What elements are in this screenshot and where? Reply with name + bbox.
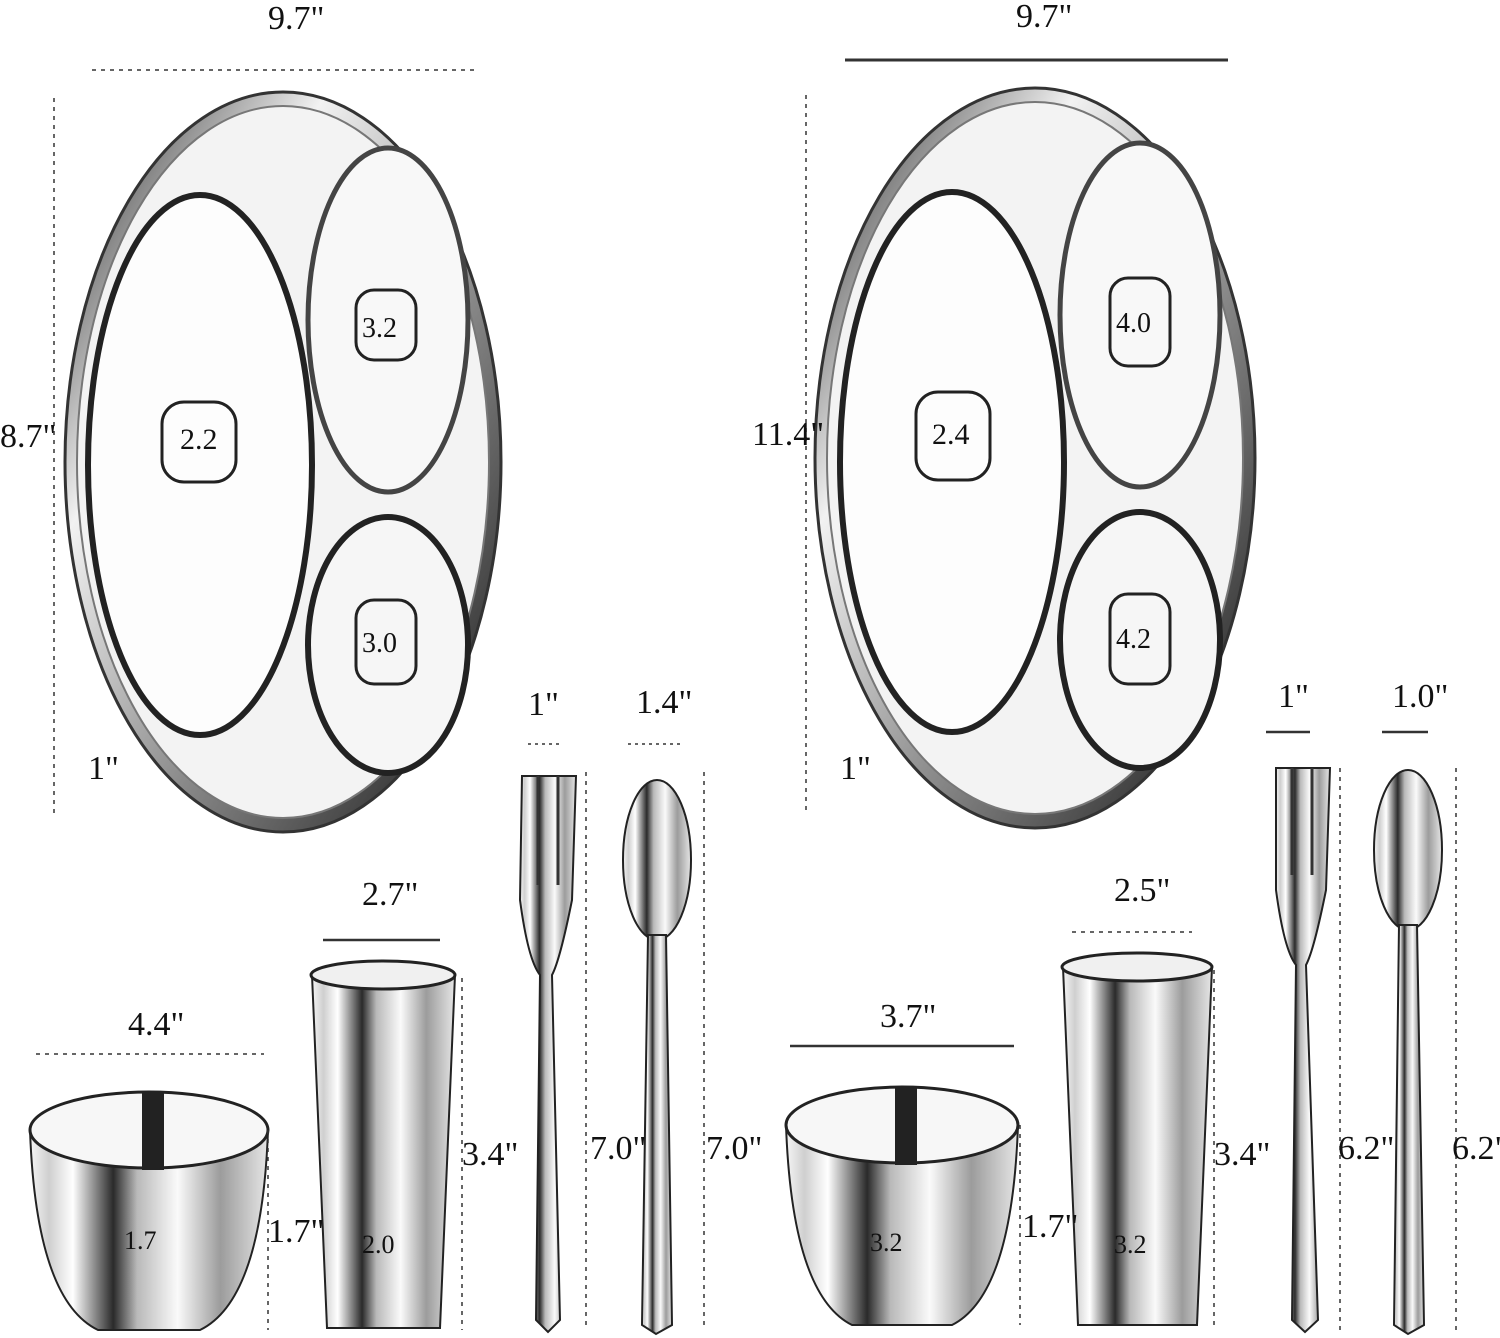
bowl-right (784, 1085, 1020, 1326)
spoon-left-width-label: 1.4" (636, 684, 693, 721)
cup-right-number: 3.2 (1114, 1230, 1147, 1259)
plate-right-height-label: 11.4" (752, 416, 825, 453)
spoon-right-width-label: 1.0" (1392, 678, 1449, 715)
fork-left (518, 775, 578, 1334)
plate-right-compartment-bottom-number: 4.2 (1116, 624, 1151, 655)
fork-right (1275, 767, 1332, 1334)
fork-right-width-label: 1" (1278, 678, 1309, 715)
spoon-right-length-label: 6.2" (1452, 1130, 1500, 1167)
fork-left-width-label: 1" (528, 686, 559, 723)
cup-right-width-label: 2.5" (1114, 872, 1171, 909)
plate-right (813, 86, 1257, 830)
plate-right-depth-label: 1" (840, 750, 871, 787)
bowl-left (28, 1090, 270, 1331)
plate-left-depth-label: 1" (88, 750, 119, 787)
plate-left-width-label: 9.7" (268, 0, 325, 37)
bowl-left-height-label: 1.7" (268, 1213, 325, 1250)
plate-left-compartment-bottom-number: 3.0 (362, 628, 397, 659)
plate-left-compartment-top-number: 3.2 (362, 313, 397, 344)
cup-left-width-label: 2.7" (362, 876, 419, 913)
bowl-right-height-label: 1.7" (1022, 1208, 1079, 1245)
fork-left-length-label: 7.0" (590, 1130, 647, 1167)
bowl-left-number: 1.7 (124, 1226, 157, 1255)
spoon-right (1373, 769, 1443, 1336)
spoon-left-length-label: 7.0" (706, 1130, 763, 1167)
plate-right-compartment-top-number: 4.0 (1116, 308, 1151, 339)
cup-left-height-label: 3.4" (462, 1136, 519, 1173)
cup-right-height-label: 3.4" (1214, 1136, 1271, 1173)
plate-left-height-label: 8.7" (0, 418, 57, 455)
plate-left-compartment-main-number: 2.2 (180, 423, 218, 456)
bowl-left-width-label: 4.4" (128, 1006, 185, 1043)
dimension-lines (36, 58, 1457, 1330)
bowl-right-width-label: 3.7" (880, 998, 937, 1035)
bowl-right-number: 3.2 (870, 1228, 903, 1257)
cup-left-number: 2.0 (362, 1230, 395, 1259)
plate-right-compartment-main-number: 2.4 (932, 418, 970, 451)
cup-right (1060, 951, 1214, 1326)
plate-right-width-label: 9.7" (1016, 0, 1073, 35)
fork-right-length-label: 6.2" (1338, 1130, 1395, 1167)
spoon-left (622, 779, 692, 1336)
cup-left (309, 959, 457, 1329)
plate-left (63, 90, 503, 834)
